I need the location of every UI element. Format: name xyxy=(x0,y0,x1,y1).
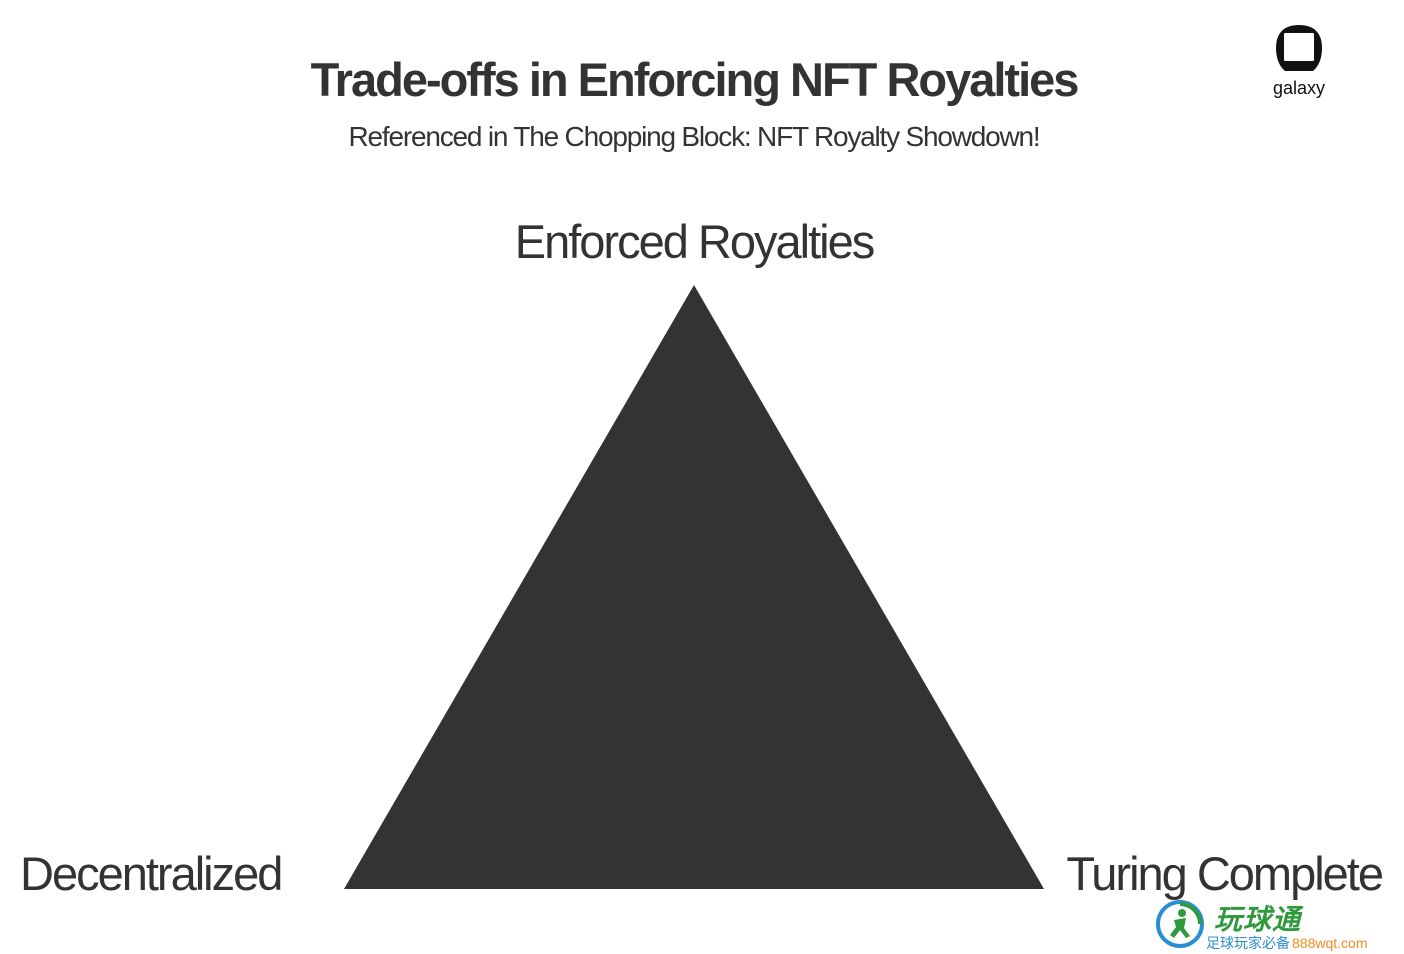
vertex-label-decentralized: Decentralized xyxy=(20,847,283,900)
vertex-label-enforced-royalties: Enforced Royalties xyxy=(514,215,875,268)
galaxy-logo-text: galaxy xyxy=(1272,78,1326,98)
diagram-title: Trade-offs in Enforcing NFT Royalties xyxy=(310,53,1080,106)
diagram-subtitle: Referenced in The Chopping Block: NFT Ro… xyxy=(348,121,1041,152)
soccer-player-icon xyxy=(1156,900,1204,948)
triangle-shape xyxy=(344,285,1044,889)
watermark-tagline-text: 足球玩家必备 xyxy=(1206,935,1290,951)
watermark-title: 玩球通 xyxy=(1214,904,1302,935)
vertex-label-turing-complete: Turing Complete xyxy=(1066,847,1384,900)
galaxy-logo-icon xyxy=(1276,25,1322,71)
galaxy-logo: galaxy xyxy=(1262,22,1336,102)
watermark-url: 888wqt.com xyxy=(1292,935,1368,951)
